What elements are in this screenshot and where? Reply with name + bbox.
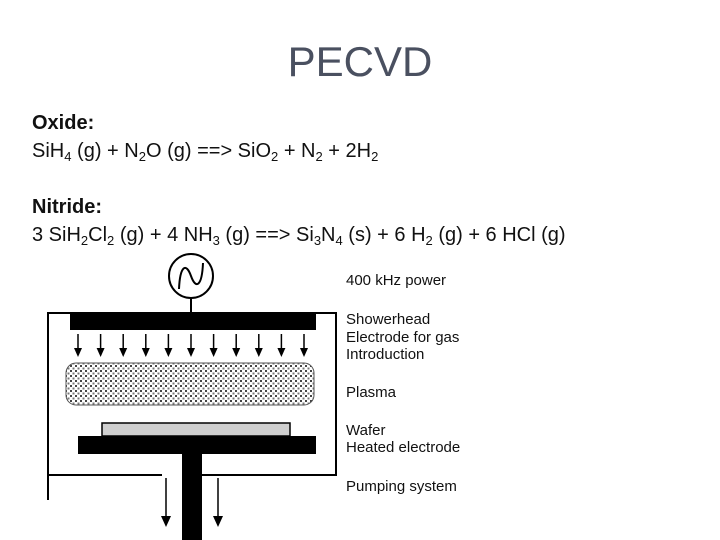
label-showerhead-1: Showerhead	[346, 311, 430, 328]
equation-text: (g) + 4 NH	[114, 224, 213, 246]
subscript: 2	[371, 149, 379, 164]
label-plasma: Plasma	[346, 384, 397, 401]
equation-text: O	[255, 140, 272, 162]
chamber-wall	[47, 312, 337, 500]
subscript: 3	[313, 233, 322, 248]
equation-text: Cl	[88, 224, 108, 246]
subscript: 4	[335, 233, 343, 248]
label-heated-electrode: Heated electrode	[346, 439, 460, 456]
label-power: 400 kHz power	[346, 272, 446, 289]
gas-arrow-head	[232, 348, 241, 357]
page-title: PECVD	[287, 38, 433, 85]
subscript: 2	[80, 233, 89, 248]
label-showerhead-3: Introduction	[346, 346, 424, 363]
wafer	[101, 422, 291, 437]
gas-arrow-head	[209, 348, 218, 357]
gas-arrow-head	[277, 348, 286, 357]
plasma-region	[65, 362, 315, 406]
equation-text: H	[49, 140, 65, 162]
gas-arrow-head	[300, 348, 308, 357]
label-wafer: Wafer	[346, 422, 385, 439]
equation-text: O (g) ==> Si	[145, 140, 256, 162]
equation-text: (g) + N	[71, 140, 139, 162]
nitride-heading: Nitride:	[32, 196, 102, 218]
gas-arrow-head	[74, 348, 82, 357]
gas-arrow-head	[254, 348, 263, 357]
equation-text: (g) ==> Si	[219, 224, 314, 246]
nitride-equation: 3 SiH2Cl2 (g) + 4 NH3 (g) ==> Si3N4 (s) …	[32, 224, 566, 248]
electrode-support	[182, 454, 202, 540]
equation-text: + 2H	[322, 140, 372, 162]
subscript: 2	[107, 233, 115, 248]
subscript: 2	[425, 233, 433, 248]
equation-text: N	[321, 224, 336, 246]
subscript: 3	[212, 233, 220, 248]
subscript: 2	[138, 149, 146, 164]
label-pumping: Pumping system	[346, 478, 457, 495]
equation-text: (g) + 6 HCl (g)	[432, 224, 566, 246]
oxide-heading: Oxide:	[32, 112, 95, 134]
subscript: 2	[271, 149, 279, 164]
equation-text: Si	[32, 140, 50, 162]
gas-arrow-head	[164, 348, 173, 357]
showerhead-electrode	[70, 314, 316, 330]
equation-text: H	[66, 224, 81, 246]
gas-arrow-head	[187, 348, 195, 357]
pumping-arrows	[161, 478, 223, 527]
equation-text: + N	[278, 140, 316, 162]
subscript: 2	[315, 149, 323, 164]
equation-text: 3 Si	[32, 224, 67, 246]
subscript: 4	[64, 149, 72, 164]
label-showerhead-2: Electrode for gas	[346, 329, 459, 346]
gas-arrow-head	[96, 348, 105, 357]
gas-arrow-head	[119, 348, 128, 357]
ac-sine-icon	[168, 253, 214, 299]
oxide-equation: SiH4 (g) + N2O (g) ==> SiO2 + N2 + 2H2	[32, 140, 378, 164]
gas-arrow-head	[141, 348, 150, 357]
gas-flow-arrows	[74, 334, 308, 357]
equation-text: (s) + 6 H	[342, 224, 426, 246]
heated-electrode	[78, 436, 316, 454]
